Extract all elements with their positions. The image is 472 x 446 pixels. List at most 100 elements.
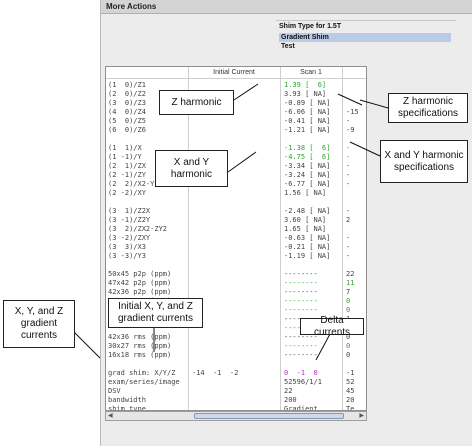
scan-2-cell: -9 [346, 126, 355, 134]
scan-2-cell: - [346, 117, 351, 125]
row-label: 30x27 rms (ppm) [108, 342, 172, 350]
column-header-initial-current[interactable]: Initial Current [213, 69, 255, 76]
scan-1-cell: -1.21 [ NA] [284, 126, 331, 134]
scan-2-cell: - [346, 171, 351, 179]
table-row[interactable]: (3 3)/X3-0.21 [ NA]- [106, 243, 366, 252]
row-label: DSV [108, 387, 121, 395]
table-row[interactable]: 42x36 p2p (ppm)--------7 [106, 288, 366, 297]
scan-1-cell: -0.41 [ NA] [284, 117, 331, 125]
scan-1-cell: 1.39 [ 6] [284, 81, 327, 89]
horizontal-scrollbar[interactable]: ◀ ▶ [105, 411, 367, 421]
table-row[interactable]: (3 1)/Z2X-2.48 [ NA]- [106, 207, 366, 216]
table-row[interactable]: shim type Gradient Te [106, 405, 366, 411]
scan-1-cell: Gradient [284, 405, 318, 411]
table-row[interactable]: (5 0)/Z5 -0.41 [ NA] - [106, 117, 366, 126]
initial-current-cell: -14 -1 -2 [192, 369, 239, 377]
scan-1-cell: -------- [284, 270, 318, 278]
scan-2-cell: 52 [346, 378, 355, 386]
table-row[interactable]: 16x18 rms (ppm)--------0 [106, 351, 366, 360]
scan-1-cell: 200 [284, 396, 297, 404]
row-label: 47x42 p2p (ppm) [108, 279, 172, 287]
scan-1-cell: -0.63 [ NA] [284, 234, 331, 242]
row-label: (3 1)/Z2X [108, 207, 151, 215]
scan-2-cell: 0 [346, 333, 351, 341]
scan-1-cell: -4.75 [ 6] [284, 153, 331, 161]
row-label: 50x45 p2p (ppm) [108, 270, 172, 278]
scan-1-cell: 0 -1 0 [284, 369, 318, 377]
column-divider [280, 67, 281, 410]
row-label: (1 1)/X [108, 144, 142, 152]
scan-2-cell: - [346, 180, 351, 188]
scrollbar-thumb[interactable] [194, 413, 344, 419]
scan-1-cell: -------- [284, 306, 318, 314]
shim-type-label: Shim Type for 1.5T [279, 23, 342, 30]
callout-xy-harmonic: X and Y harmonic [155, 150, 228, 187]
row-label: 16x18 rms (ppm) [108, 351, 172, 359]
scan-1-cell: 3.60 [ NA] [284, 216, 327, 224]
row-label: (1 -1)/Y [108, 153, 142, 161]
table-row[interactable]: (3 0)/Z3-0.89 [ NA] [106, 99, 366, 108]
row-label: grad shim: X/Y/Z [108, 369, 176, 377]
scan-1-cell: 1.56 [ NA] [284, 189, 327, 197]
table-row[interactable]: 30x27 rms (ppm)--------0 [106, 342, 366, 351]
row-label: (2 2)/X2-Y2 [108, 180, 159, 188]
table-row[interactable]: 42x36 rms (ppm) -------- 0 [106, 333, 366, 342]
scan-1-cell: -------- [284, 342, 318, 350]
shim-option-test[interactable]: Test [281, 43, 295, 50]
row-label: (5 0)/Z5 [108, 117, 146, 125]
table-row[interactable]: (3 -3)/Y3-1.19 [ NA]- [106, 252, 366, 261]
shim-type-panel: Shim Type for 1.5T Gradient Shim Test [276, 20, 456, 55]
row-label: (3 3)/X3 [108, 243, 146, 251]
scan-2-cell: Te [346, 405, 355, 411]
table-row[interactable]: (1 1)/X-1.38 [ 6]- [106, 144, 366, 153]
scan-1-cell: -------- [284, 333, 318, 341]
row-label: (2 -1)/ZY [108, 171, 146, 179]
table-row[interactable]: (2 -1)/ZY -3.24 [ NA] - [106, 171, 366, 180]
scan-2-cell: 45 [346, 387, 355, 395]
table-row[interactable]: (3 -2)/ZXY-0.63 [ NA]- [106, 234, 366, 243]
window-title: More Actions [101, 0, 472, 14]
callout-initial-gradient-currents: Initial X, Y, and Z gradient currents [108, 298, 203, 328]
table-row[interactable]: (2 2)/X2-Y2-6.77 [ NA]- [106, 180, 366, 189]
row-label: (4 0)/Z4 [108, 108, 146, 116]
table-row[interactable]: (2 1)/ZX-3.34 [ NA]- [106, 162, 366, 171]
callout-z-harmonic: Z harmonic [159, 90, 234, 115]
scan-1-cell: 3.93 [ NA] [284, 90, 327, 98]
row-label: shim type [108, 405, 146, 411]
scroll-left-icon[interactable]: ◀ [108, 413, 113, 419]
scan-2-cell: 0 [346, 351, 351, 359]
scan-1-cell: -------- [284, 288, 318, 296]
table-row[interactable]: (6 0)/Z6 -1.21 [ NA] -9 [106, 126, 366, 135]
row-label: (6 0)/Z6 [108, 126, 146, 134]
scroll-right-icon[interactable]: ▶ [359, 413, 364, 419]
scan-2-cell: 11 [346, 279, 355, 287]
table-row[interactable]: 50x45 p2p (ppm)--------22 [106, 270, 366, 279]
column-divider [188, 67, 189, 410]
scan-1-cell: -1.19 [ NA] [284, 252, 331, 260]
row-label: (2 1)/ZX [108, 162, 146, 170]
shim-option-gradient[interactable]: Gradient Shim [279, 33, 451, 42]
column-divider [342, 67, 343, 410]
table-row[interactable]: (1 -1)/Y -4.75 [ 6] - [106, 153, 366, 162]
column-header-scan-1[interactable]: Scan 1 [300, 69, 322, 76]
scan-2-cell: - [346, 153, 351, 161]
row-label: exam/series/image [108, 378, 180, 386]
row-label: (3 -1)/Z2Y [108, 216, 151, 224]
scan-1-cell: -3.24 [ NA] [284, 171, 331, 179]
callout-z-harmonic-specifications: Z harmonic specifications [388, 93, 468, 123]
table-row[interactable]: exam/series/image 52596/1/1 52 [106, 378, 366, 387]
table-row[interactable]: (4 0)/Z4-6.06 [ NA]-15 [106, 108, 366, 117]
scan-1-cell: 52596/1/1 [284, 378, 322, 386]
row-label: 42x36 rms (ppm) [108, 333, 172, 341]
table-row[interactable]: 47x42 p2p (ppm)--------11 [106, 279, 366, 288]
